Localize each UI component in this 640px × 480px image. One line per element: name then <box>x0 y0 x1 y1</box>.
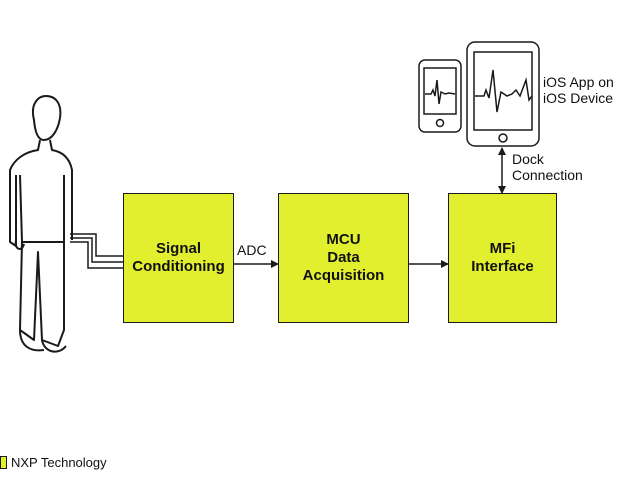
dock-label-line-1: Dock <box>512 151 544 167</box>
mcu-line-3: Acquisition <box>302 267 385 284</box>
mfi-interface-block: MFi Interface <box>448 193 557 323</box>
ipad-ecg-icon <box>466 41 540 147</box>
ios-label-line-1: iOS App on <box>543 74 614 90</box>
mfi-line-2: Interface <box>471 258 534 275</box>
signal-conditioning-line-2: Conditioning <box>132 258 225 275</box>
ios-label-line-2: iOS Device <box>543 90 614 106</box>
legend-swatch <box>0 456 7 469</box>
signal-conditioning-block: Signal Conditioning <box>123 193 234 323</box>
electrode-leads <box>70 233 124 269</box>
iphone-ecg-icon <box>418 59 462 133</box>
person-outline-icon <box>9 95 73 353</box>
mfi-line-1: MFi <box>489 240 516 257</box>
mcu-block: MCU Data Acquisition <box>278 193 409 323</box>
mcu-line-1: MCU <box>326 231 361 248</box>
adc-label: ADC <box>237 242 267 258</box>
dock-label-line-2: Connection <box>512 167 583 183</box>
signal-conditioning-line-1: Signal <box>155 240 201 257</box>
mcu-line-2: Data <box>327 249 360 266</box>
legend-label: NXP Technology <box>11 455 107 470</box>
